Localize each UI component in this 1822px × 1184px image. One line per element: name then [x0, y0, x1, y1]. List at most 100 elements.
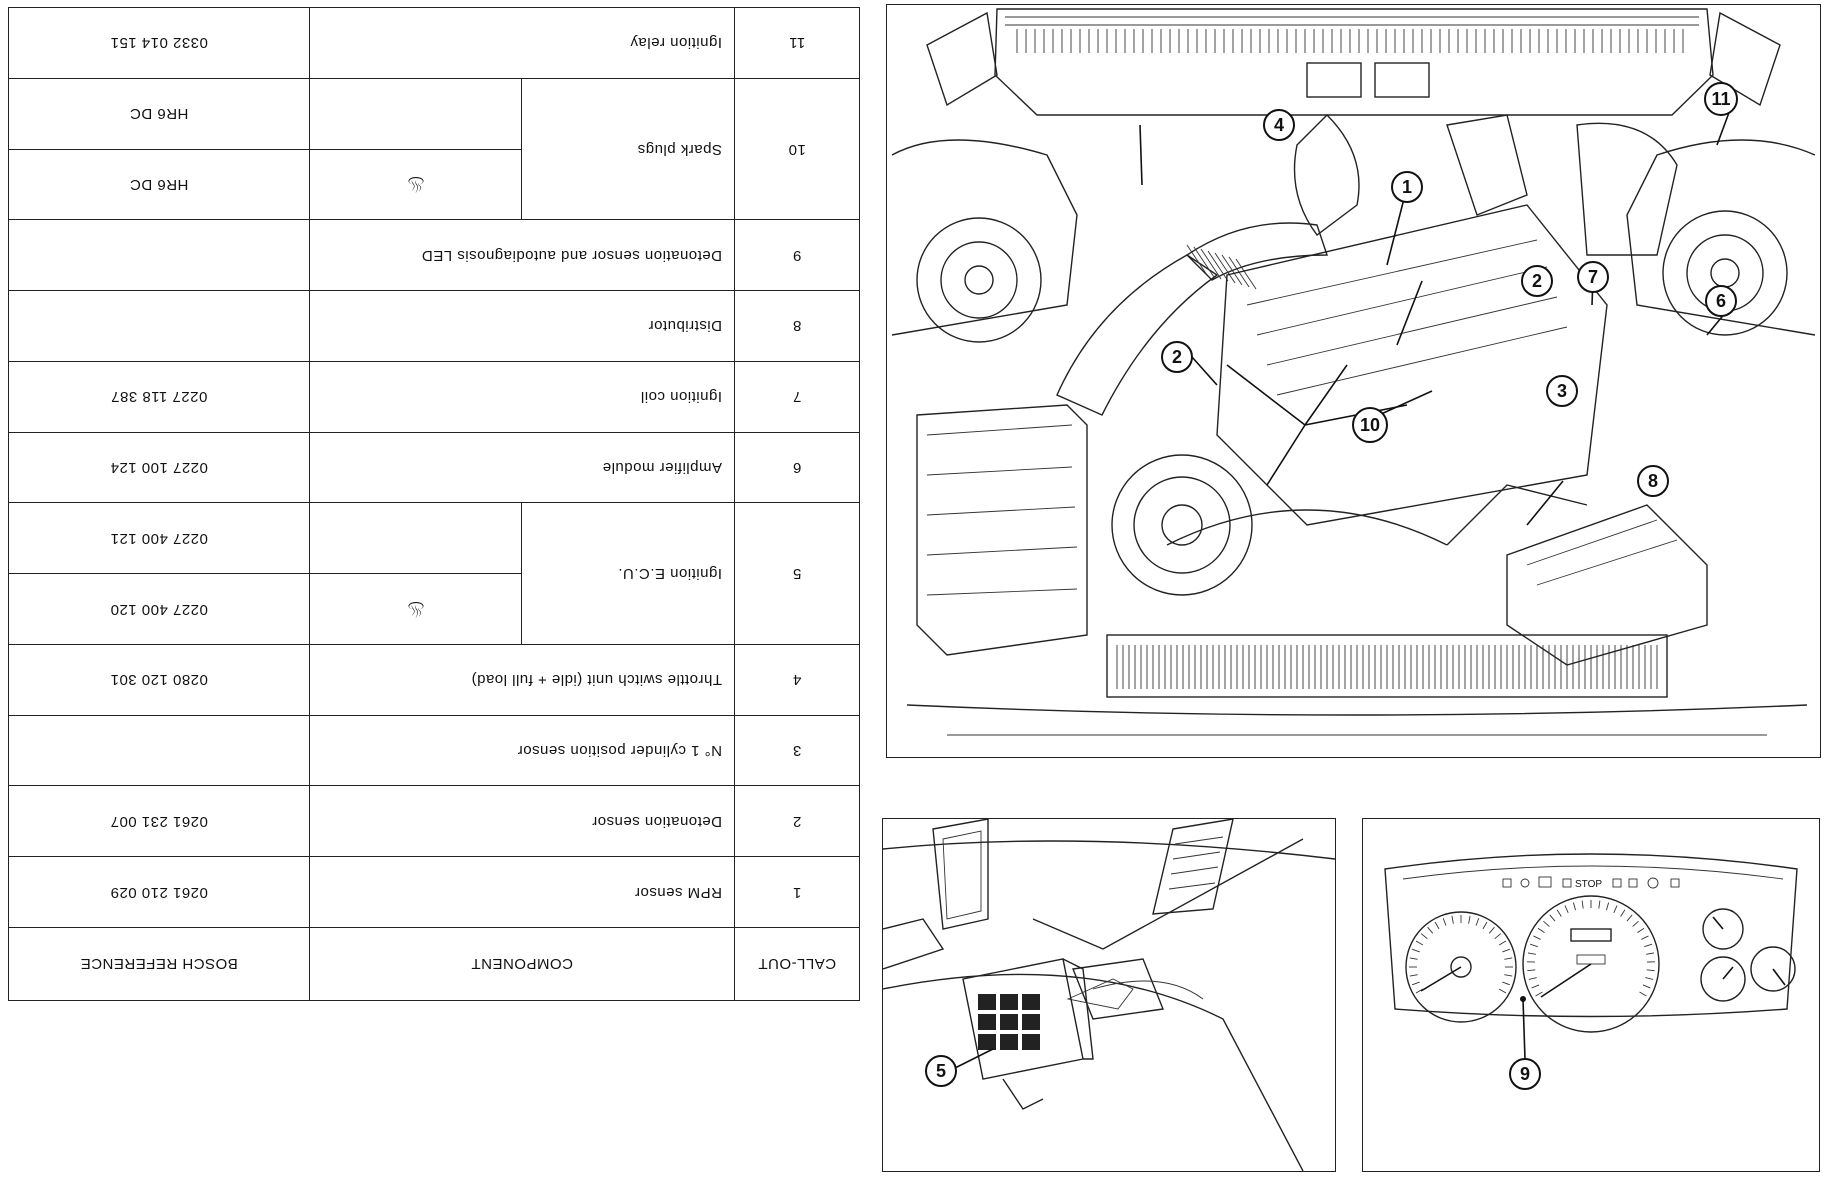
led-leader	[1522, 998, 1526, 1060]
callout-11: 11	[1704, 82, 1738, 116]
drawing-stroke	[1427, 926, 1434, 934]
drawing-stroke	[1207, 250, 1229, 282]
drawing-stroke	[1442, 917, 1447, 926]
header-component: COMPONENT	[309, 927, 735, 1001]
svg-text:6: 6	[1716, 291, 1726, 311]
connector-pin	[1022, 994, 1040, 1010]
component-cell: Ignition relay	[309, 7, 735, 79]
callout-5: 5	[925, 1055, 957, 1087]
drawing-stroke	[1531, 984, 1540, 989]
drawing-stroke	[1533, 935, 1541, 940]
connector-pin	[978, 1014, 996, 1030]
drawing-stroke	[1556, 909, 1562, 917]
table-header-row: CALL-OUT COMPONENT BOSCH REFERENCE	[8, 927, 860, 1001]
battery	[1506, 504, 1708, 666]
strut-towers	[891, 139, 1816, 343]
connector-pin	[1000, 1034, 1018, 1050]
svg-text:5: 5	[936, 1061, 946, 1081]
drawing-stroke	[1543, 920, 1550, 927]
table-row: 8 Distributor	[8, 290, 860, 362]
connector-pin	[1000, 1014, 1018, 1030]
callout-6: 6	[1705, 285, 1737, 317]
radiator	[1106, 484, 1668, 698]
ecu-unit	[962, 958, 1204, 1110]
drawing-stroke	[1581, 900, 1584, 909]
component-cell: Spark plugs	[522, 78, 735, 220]
callout-cell: 1	[734, 856, 860, 928]
reference-cell: 0227 400 121	[8, 502, 310, 574]
connector-pin	[1022, 1014, 1040, 1030]
table-row: 7 Ignition coil 0227 118 387	[8, 361, 860, 433]
drawing-stroke	[1642, 984, 1651, 989]
drawing-stroke	[1411, 981, 1420, 986]
table-row: 11 Ignition relay 0332 014 151	[8, 7, 860, 79]
drawing-stroke	[1214, 252, 1236, 284]
svg-text:11: 11	[1711, 89, 1730, 109]
table-row: 3 N° 1 cylinder position sensor	[8, 715, 860, 786]
drawing-stroke	[1528, 977, 1537, 980]
drawing-stroke	[1482, 921, 1488, 930]
component-cell: Throttle switch unit (idle + full load)	[309, 644, 735, 716]
drawing-stroke	[1221, 254, 1243, 286]
variant-cell	[309, 78, 522, 150]
autodiagnosis-led	[1520, 996, 1526, 1002]
engine-bay-drawing: 1 2 2 3 4 6 7 8	[886, 4, 1821, 758]
drawing-stroke	[1529, 943, 1538, 948]
table-row: 6 Amplifier module 0227 100 124	[8, 432, 860, 503]
drawing-stroke	[1632, 920, 1639, 927]
table-row: 5 Ignition E.C.U. ♨ 0227 400 120	[8, 502, 860, 645]
engine-block	[1111, 114, 1678, 596]
callout-cell: 5	[734, 502, 860, 645]
drawing-stroke	[1644, 943, 1653, 948]
header-reference: BOSCH REFERENCE	[8, 927, 310, 1001]
drawing-stroke	[1409, 957, 1418, 960]
callout-cell: 6	[734, 432, 860, 503]
connector-pin	[978, 994, 996, 1010]
table-row: 9 Detonation sensor and autodiagnosis LE…	[8, 219, 860, 291]
reference-cell: 0261 231 007	[8, 785, 310, 857]
drawing-stroke	[1186, 244, 1208, 276]
svg-text:9: 9	[1520, 1064, 1530, 1084]
drawing-stroke	[1475, 917, 1480, 926]
callout-2: 2	[1161, 341, 1193, 373]
reference-cell: HR6 DC	[8, 149, 310, 220]
drawing-stroke	[1549, 914, 1556, 922]
cluster-housing	[1384, 853, 1798, 1018]
drawing-stroke	[1502, 981, 1511, 986]
drawing-stroke	[1598, 900, 1601, 909]
component-cell: Ignition E.C.U.	[522, 502, 735, 645]
callout-cell: 9	[734, 219, 860, 291]
drawing-stroke	[1434, 921, 1440, 930]
tachometer	[1405, 911, 1517, 1023]
drawing-stroke	[1572, 902, 1576, 911]
drawing-stroke	[1527, 952, 1536, 955]
engine-leaders	[1139, 98, 1736, 526]
svg-text:10: 10	[1360, 415, 1380, 435]
drawing-stroke	[1606, 902, 1610, 911]
drawing-stroke	[1502, 948, 1511, 953]
ecu-location-svg: 5	[883, 819, 1335, 1171]
reference-cell	[8, 290, 310, 362]
drawing-stroke	[1415, 940, 1424, 946]
drawing-stroke	[1637, 927, 1645, 934]
instrument-cluster-drawing: STOP	[1362, 818, 1820, 1172]
drawing-stroke	[1411, 948, 1420, 953]
svg-text:2: 2	[1532, 271, 1542, 291]
parts-table: CALL-OUT COMPONENT BOSCH REFERENCE 1 RPM…	[8, 7, 860, 1001]
component-cell: Amplifier module	[309, 432, 735, 503]
drawing-stroke	[1564, 905, 1569, 914]
reference-cell: 0227 118 387	[8, 361, 310, 433]
callout-cell: 7	[734, 361, 860, 433]
callout-4: 4	[1263, 109, 1295, 141]
callout-cell: 4	[734, 644, 860, 716]
svg-text:3: 3	[1557, 381, 1567, 401]
table-row: 2 Detonation sensor 0261 231 007	[8, 785, 860, 857]
svg-text:8: 8	[1648, 471, 1658, 491]
drawing-stroke	[1527, 969, 1536, 972]
callout-cell: 10	[734, 78, 860, 220]
drawing-stroke	[1646, 969, 1655, 972]
drawing-stroke	[1200, 248, 1222, 280]
callout-cell: 11	[734, 7, 860, 79]
reference-cell: 0261 210 029	[8, 856, 310, 928]
drawing-stroke	[1535, 991, 1543, 997]
